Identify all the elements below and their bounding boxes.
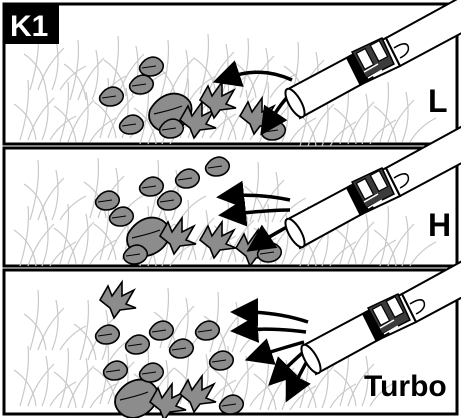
- mode-label-h: H: [428, 207, 451, 243]
- figure-label: K1: [10, 10, 48, 43]
- mode-label-turbo: Turbo: [364, 370, 447, 403]
- panel-turbo: Turbo: [4, 248, 461, 418]
- panel-l: K1 L: [4, 0, 461, 146]
- mode-label-l: L: [428, 83, 448, 119]
